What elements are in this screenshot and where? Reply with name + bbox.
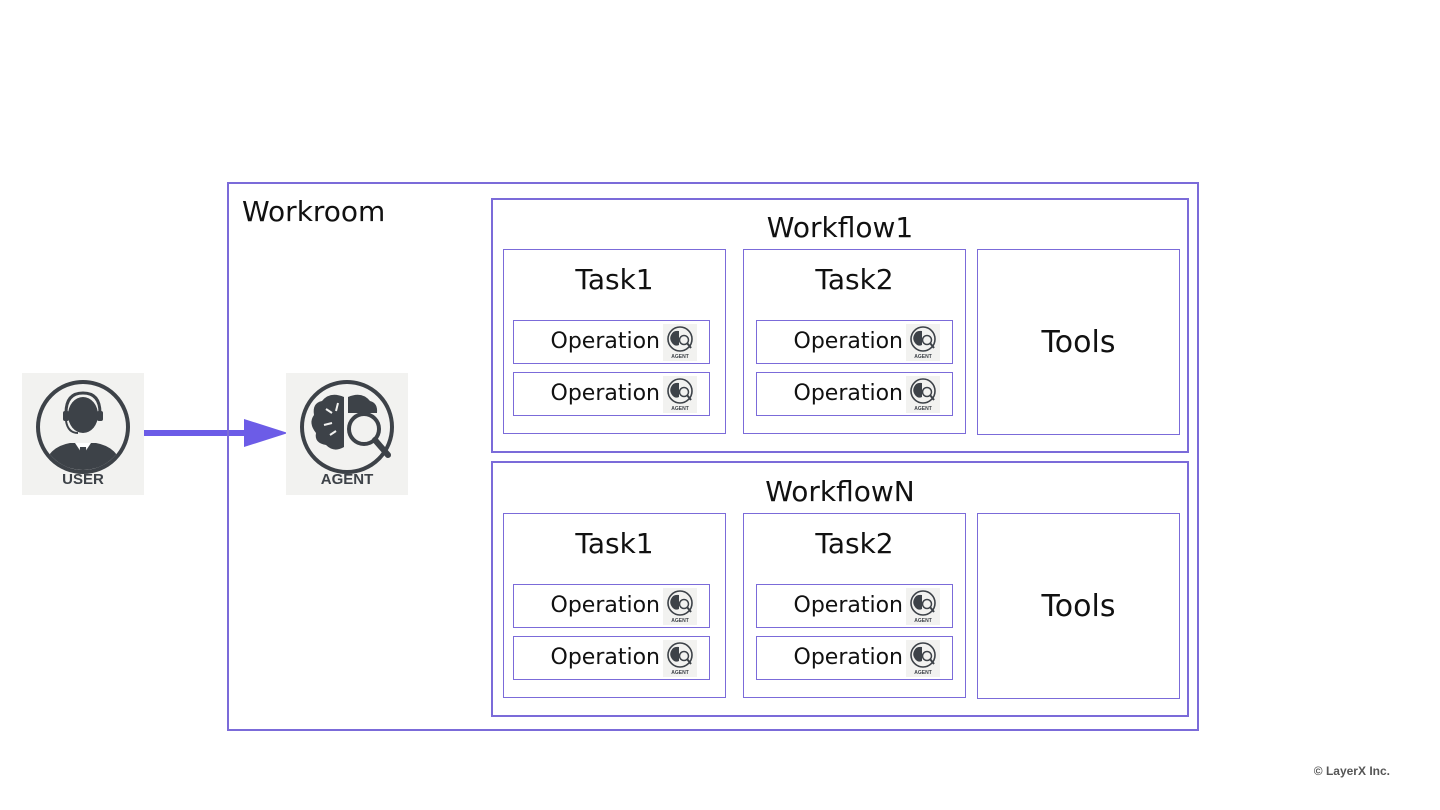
operation-box: Operation AGENT xyxy=(513,320,710,364)
operation-label: Operation xyxy=(793,645,903,670)
task-title: Task1 xyxy=(575,263,654,296)
workflow-frame xyxy=(491,198,1189,453)
task-frame xyxy=(743,249,966,434)
operation-label: Operation xyxy=(793,381,903,406)
operation-label: Operation xyxy=(550,329,660,354)
arrow-icon xyxy=(144,419,288,447)
tools-frame xyxy=(977,513,1180,699)
agent-label: AGENT xyxy=(320,471,374,488)
operation-label: Operation xyxy=(550,593,660,618)
workflow-title: WorkflowN xyxy=(765,475,915,508)
tools-frame xyxy=(977,249,1180,435)
copyright: © LayerX Inc. xyxy=(1313,764,1390,778)
agent-mini-icon: AGENT xyxy=(906,376,940,413)
agent-mini-icon: AGENT xyxy=(663,588,697,625)
operation-box: Operation AGENT xyxy=(513,372,710,416)
agent-icon: AGENT xyxy=(286,373,408,495)
task-title: Task2 xyxy=(815,527,894,560)
operation-label: Operation xyxy=(793,593,903,618)
operation-box: Operation AGENT xyxy=(756,320,953,364)
operation-box: Operation AGENT xyxy=(756,636,953,680)
operation-box: Operation AGENT xyxy=(756,584,953,628)
workflow-title: Workflow1 xyxy=(766,211,914,244)
task-frame xyxy=(503,513,726,698)
agent-mini-icon: AGENT xyxy=(663,376,697,413)
tools-label: Tools xyxy=(1041,589,1116,624)
agent-mini-icon: AGENT xyxy=(906,588,940,625)
workroom-title: Workroom xyxy=(242,195,386,228)
operation-label: Operation xyxy=(550,645,660,670)
workroom-frame xyxy=(227,182,1199,731)
user-label: USER xyxy=(62,471,104,488)
operation-label: Operation xyxy=(550,381,660,406)
workflow-frame xyxy=(491,461,1189,717)
agent-mini-icon: AGENT xyxy=(906,324,940,361)
task-frame xyxy=(503,249,726,434)
user-icon: USER xyxy=(22,373,144,495)
operation-box: Operation AGENT xyxy=(513,636,710,680)
agent-mini-icon: AGENT xyxy=(906,640,940,677)
agent-brain-search-icon xyxy=(300,380,394,474)
agent-mini-icon: AGENT xyxy=(663,640,697,677)
task-title: Task2 xyxy=(815,263,894,296)
user-headset-icon xyxy=(36,380,130,474)
tools-label: Tools xyxy=(1041,325,1116,360)
operation-box: Operation AGENT xyxy=(513,584,710,628)
operation-label: Operation xyxy=(793,329,903,354)
task-title: Task1 xyxy=(575,527,654,560)
task-frame xyxy=(743,513,966,698)
agent-mini-icon: AGENT xyxy=(663,324,697,361)
operation-box: Operation AGENT xyxy=(756,372,953,416)
